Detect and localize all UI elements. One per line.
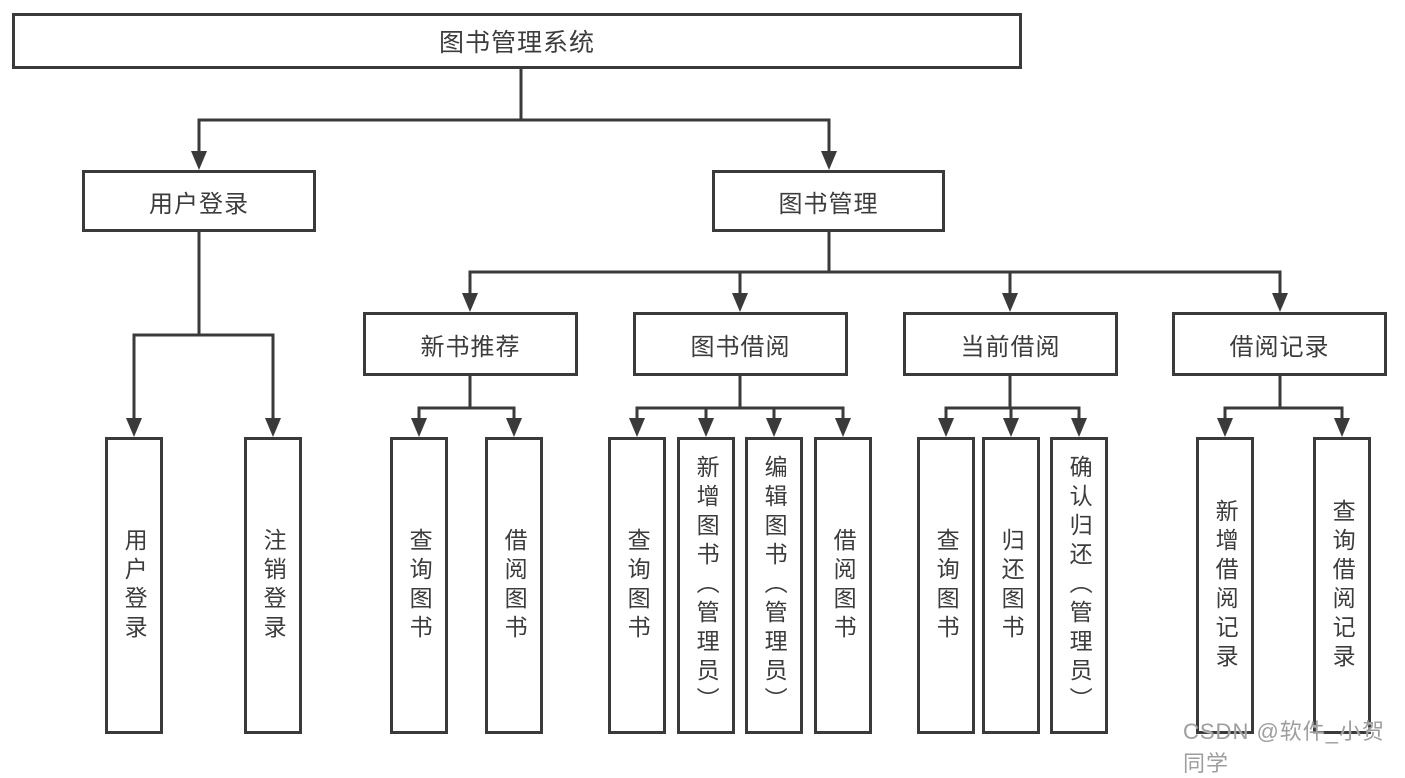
- leaf-label: 确认归还（管理员）: [1066, 455, 1093, 716]
- leaf-label: 借阅图书: [830, 527, 857, 644]
- leaf-label: 查询借阅记录: [1329, 498, 1356, 673]
- connector-lines: [126, 64, 1350, 437]
- leaf-label: 查询图书: [406, 527, 433, 644]
- leaf-edit-books-admin: 编辑图书（管理员）: [745, 437, 803, 734]
- leaf-add-books-admin: 新增图书（管理员）: [677, 437, 735, 734]
- watermark: CSDN @软件_小贺同学: [1183, 719, 1386, 776]
- leaf-query-books-current: 查询图书: [917, 437, 975, 734]
- leaf-logout-login: 注销登录: [244, 437, 302, 734]
- leaf-return-books: 归还图书: [982, 437, 1040, 734]
- leaf-query-books-recommend: 查询图书: [390, 437, 448, 734]
- leaf-borrow-books-borrowing: 借阅图书: [814, 437, 872, 734]
- node-current-borrowing: 当前借阅: [903, 312, 1118, 376]
- leaf-label: 新增图书（管理员）: [693, 455, 720, 716]
- node-book-management: 图书管理: [712, 170, 945, 232]
- leaf-label: 查询图书: [933, 527, 960, 644]
- leaf-add-borrow-record: 新增借阅记录: [1196, 437, 1254, 734]
- node-library-management-system: 图书管理系统: [12, 13, 1022, 69]
- node-user-login: 用户登录: [82, 170, 316, 232]
- leaf-confirm-return-admin: 确认归还（管理员）: [1050, 437, 1108, 734]
- leaf-label: 新增借阅记录: [1212, 498, 1239, 673]
- node-book-borrowing: 图书借阅: [633, 312, 848, 376]
- leaf-label: 查询图书: [624, 527, 651, 644]
- leaf-label: 编辑图书（管理员）: [761, 455, 788, 716]
- node-borrowing-records: 借阅记录: [1172, 312, 1387, 376]
- leaf-label: 用户登录: [121, 527, 148, 644]
- leaf-user-login: 用户登录: [105, 437, 163, 734]
- node-new-book-recommend: 新书推荐: [363, 312, 578, 376]
- leaf-label: 注销登录: [260, 527, 287, 644]
- leaf-label: 归还图书: [998, 527, 1025, 644]
- leaf-borrow-books-recommend: 借阅图书: [485, 437, 543, 734]
- leaf-query-borrow-record: 查询借阅记录: [1313, 437, 1371, 734]
- leaf-query-books-borrowing: 查询图书: [608, 437, 666, 734]
- leaf-label: 借阅图书: [501, 527, 528, 644]
